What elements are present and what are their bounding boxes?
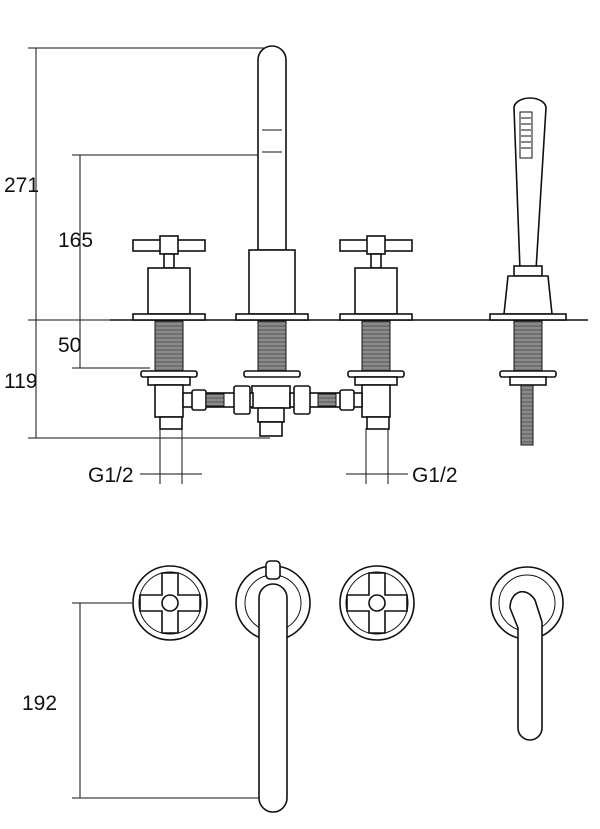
hand-shower-top-view [490,566,564,741]
dimension-label-192: 192 [22,692,57,715]
thread-size-label-left: G1/2 [88,464,134,487]
dimension-lines [28,47,408,799]
left-valve-side-view [132,235,206,430]
right-valve-side-view [339,235,413,430]
right-handle-top-view [339,565,415,641]
hand-shower-side-view [489,97,567,446]
connecting-pipework [182,385,363,415]
spout-top-view [235,560,311,813]
dimension-label-50: 50 [58,334,81,357]
dimension-label-271: 271 [4,174,39,197]
dimension-label-165: 165 [58,229,93,252]
thread-size-label-right: G1/2 [412,464,458,487]
left-handle-top-view [132,565,208,641]
spout-side-view [235,45,309,437]
dimension-label-119: 119 [4,370,37,393]
